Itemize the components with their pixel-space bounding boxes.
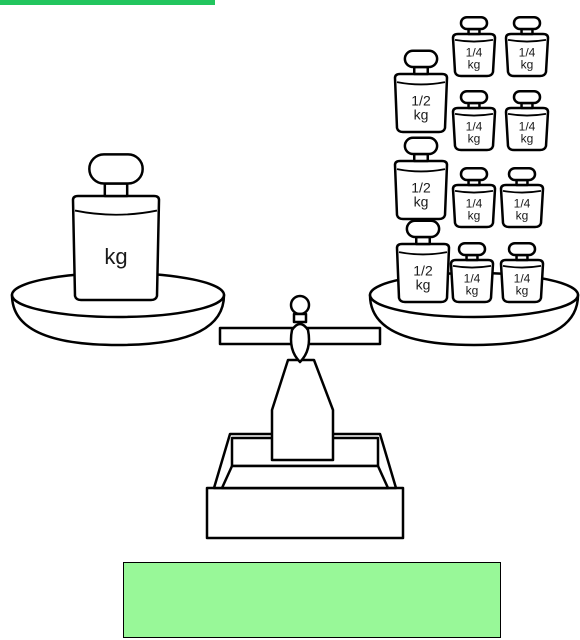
answer-box[interactable]: [123, 562, 501, 638]
quarter-kilogram-weight: 1/4kg: [501, 243, 543, 302]
quarter-kilogram-weight: 1/4kg: [506, 91, 548, 150]
quarter-kilogram-weight: 1/4kg: [453, 17, 495, 76]
weight-unit-label: kg: [416, 277, 431, 293]
weight-unit-label: kg: [516, 284, 529, 298]
quarter-kilogram-weight: 1/4kg: [453, 168, 495, 227]
scale-pillar: [272, 296, 333, 460]
weight-unit-label: kg: [521, 58, 534, 72]
quarter-kilogram-weight: 1/4kg: [501, 168, 543, 227]
weight-unit-label: kg: [468, 132, 481, 146]
weight-unit-label: kg: [414, 194, 429, 210]
weight-unit-label: kg: [468, 58, 481, 72]
weight-unit-label: kg: [521, 132, 534, 146]
weight-unit-label: kg: [414, 107, 429, 123]
kilogram-weight: kg: [73, 154, 159, 300]
weight-label: kg: [104, 244, 127, 269]
quarter-kilogram-weight: 1/4kg: [453, 91, 495, 150]
half-kilogram-weight: 1/2kg: [397, 221, 449, 302]
left-weights: kg: [73, 154, 159, 300]
half-kilogram-weight: 1/2kg: [395, 51, 447, 132]
weight-unit-label: kg: [516, 209, 529, 223]
weight-unit-label: kg: [468, 209, 481, 223]
quarter-kilogram-weight: 1/4kg: [451, 243, 493, 302]
half-kilogram-weight: 1/2kg: [395, 138, 447, 219]
weight-unit-label: kg: [466, 284, 479, 298]
quarter-kilogram-weight: 1/4kg: [506, 17, 548, 76]
